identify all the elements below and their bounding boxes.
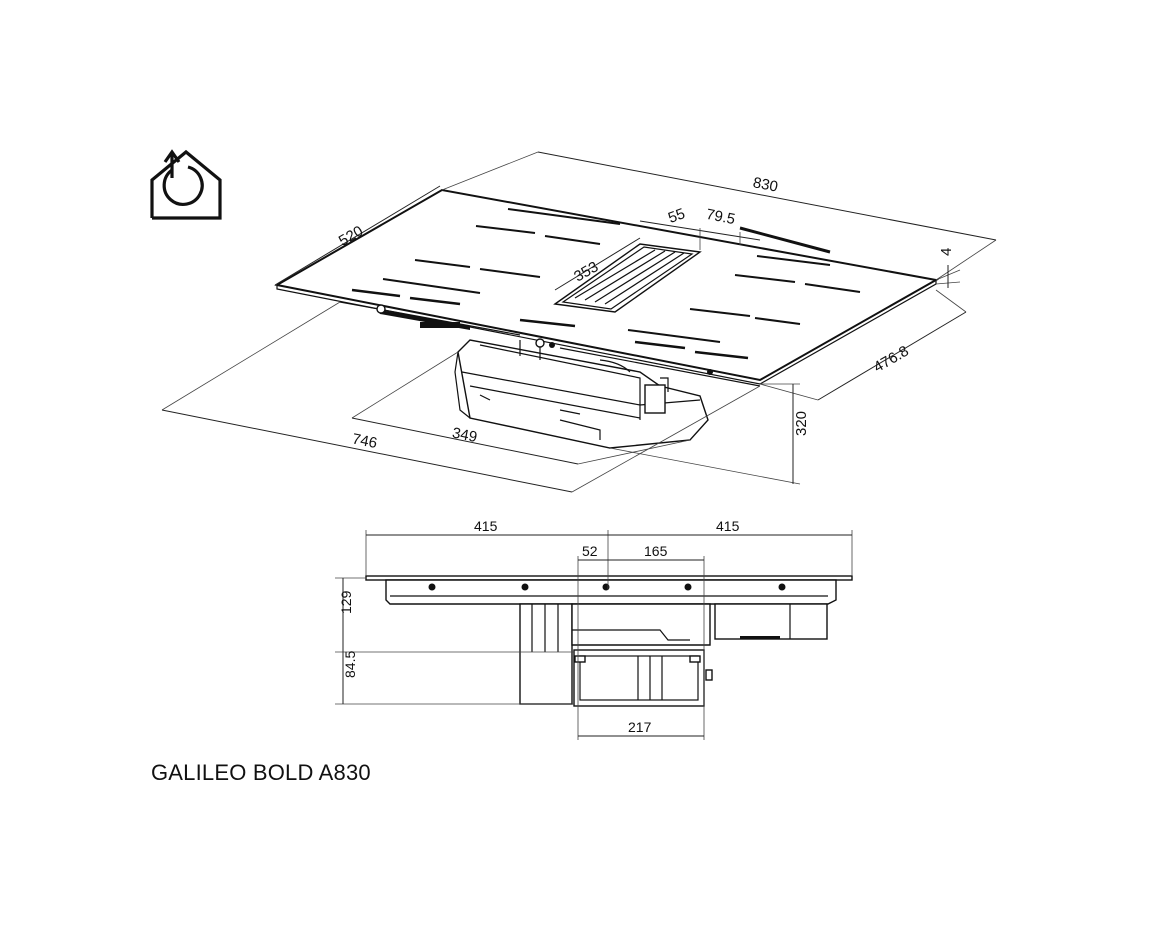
dimension-349: 349 [351, 351, 691, 465]
dim-476-label: 476.8 [871, 343, 912, 376]
dim-4-label: 4 [938, 248, 955, 256]
extraction-vent [553, 243, 702, 313]
motor-box [454, 339, 709, 449]
dim-52-label: 52 [582, 543, 598, 559]
dimension-55-79: 55 79.5 [639, 205, 761, 250]
dim-320-label: 320 [793, 411, 810, 436]
dimension-52: 52 [577, 543, 608, 740]
side-elevation-view: 415 415 52 165 129 84.5 [335, 518, 853, 740]
dim-830-label: 830 [752, 174, 780, 195]
cooking-zone-marks [351, 208, 861, 360]
dim-165-label: 165 [644, 543, 668, 559]
dimension-84-5: 84.5 [335, 651, 574, 705]
dimension-830: 830 [441, 151, 997, 281]
dimension-4: 4 [935, 248, 961, 288]
product-name: GALILEO BOLD A830 [151, 760, 371, 785]
dim-415-right-label: 415 [716, 518, 740, 534]
dimension-129: 129 [335, 577, 574, 653]
dimension-746: 746 [161, 301, 761, 493]
dimension-320: 320 [609, 383, 810, 485]
dimension-415-right: 415 [608, 518, 853, 576]
dim-746-label: 746 [351, 430, 379, 451]
dim-217-label: 217 [628, 719, 652, 735]
isometric-hob-view: 830 520 55 79.5 353 4 476.8 [161, 151, 997, 493]
eco-home-cycle-icon [150, 149, 222, 220]
dim-349-label: 349 [451, 424, 479, 445]
dim-84-label: 84.5 [342, 651, 358, 678]
dim-55-label: 55 [666, 205, 687, 227]
dimension-217: 217 [578, 719, 704, 737]
dim-79-label: 79.5 [705, 206, 737, 228]
dim-415-left-label: 415 [474, 518, 498, 534]
dim-129-label: 129 [338, 590, 354, 614]
dimension-165: 165 [608, 543, 705, 740]
